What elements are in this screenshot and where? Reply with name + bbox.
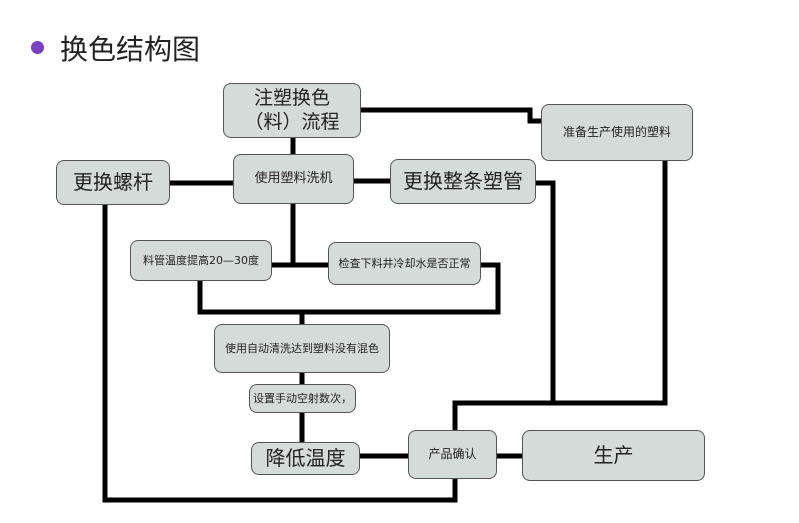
connector — [102, 205, 458, 503]
node-start: 注塑换色（料）流程 — [223, 83, 361, 138]
node-check: 检查下料井冷却水是否正常 — [328, 242, 481, 285]
node-prepare: 准备生产使用的塑料 — [541, 104, 693, 161]
node-temp-up: 料管温度提高20—30度 — [130, 240, 272, 281]
node-washer: 使用塑料洗机 — [233, 154, 354, 204]
node-confirm: 产品确认 — [408, 430, 497, 479]
node-tube: 更换整条塑管 — [390, 159, 536, 204]
node-screw: 更换螺杆 — [56, 160, 170, 205]
connector — [452, 161, 668, 430]
node-temp-down: 降低温度 — [251, 442, 360, 475]
bullet-icon — [31, 41, 44, 54]
connector — [197, 262, 501, 315]
node-manual: 设置手动空射数次， — [249, 384, 356, 413]
page-title: 换色结构图 — [60, 33, 201, 66]
node-auto-clean: 使用自动清洗达到塑料没有混色 — [214, 324, 390, 373]
node-produce: 生产 — [522, 430, 705, 481]
connector — [536, 180, 556, 403]
connector — [361, 107, 541, 124]
